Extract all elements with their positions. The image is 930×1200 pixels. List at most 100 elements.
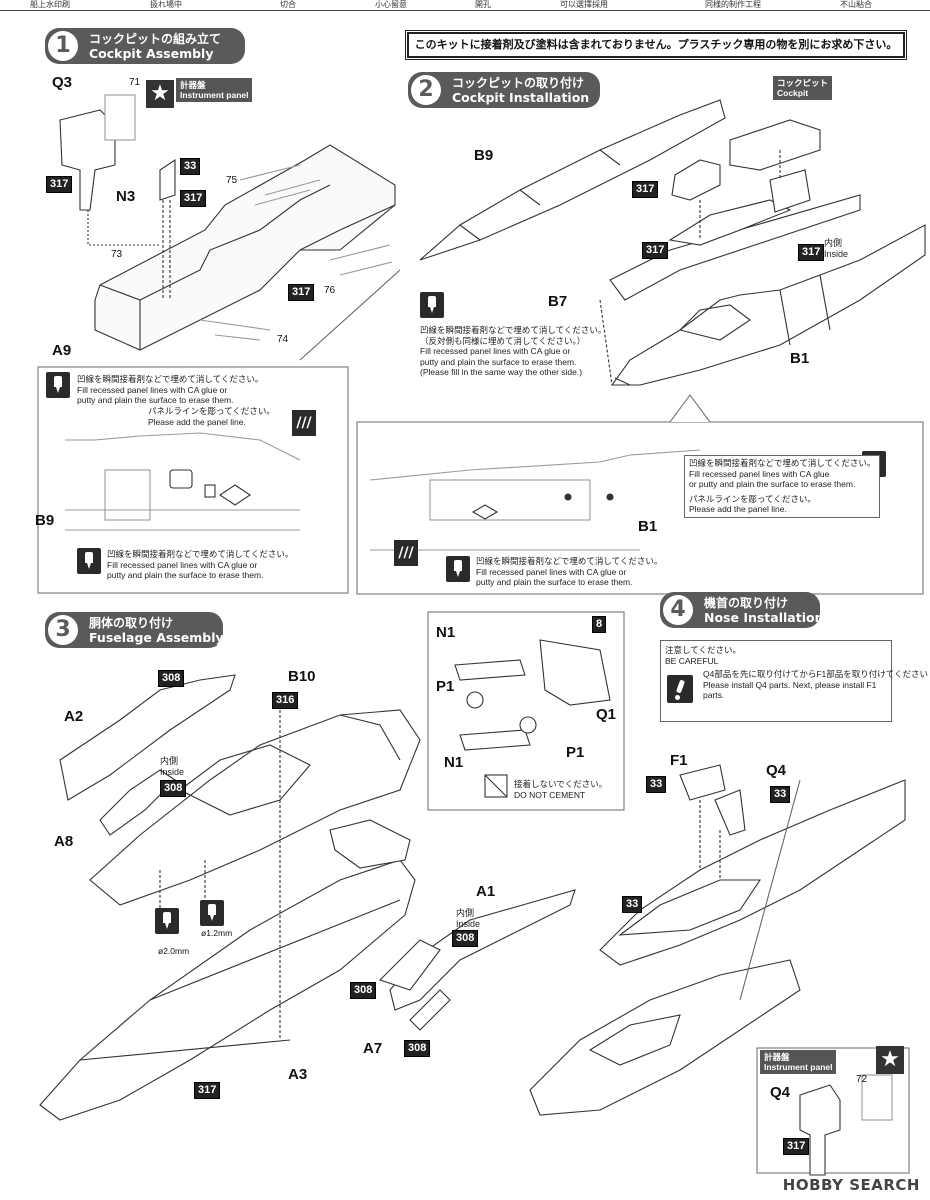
paint-code: 308	[350, 982, 377, 999]
tag-jp: 内側	[160, 756, 179, 766]
paint-code: 33	[770, 786, 791, 803]
paint-code: 316	[272, 692, 299, 709]
legend-cell: 開孔	[475, 0, 491, 9]
note-jp: （反対側も同様に埋めて消してください。）	[420, 335, 586, 346]
part-label: F1	[670, 752, 688, 769]
part-label: B9	[474, 147, 494, 164]
paint-code: 308	[452, 930, 479, 947]
caution-icon	[667, 675, 693, 703]
fill-glue-icon	[46, 372, 70, 398]
fill-note: 凹線を瞬間接着剤などで埋めて消してください。 Fill recessed pan…	[107, 549, 293, 581]
note-en: or putty and plain the surface to erase …	[689, 479, 856, 489]
tag-en: Instrument panel	[180, 90, 249, 100]
decal-number: 71	[129, 77, 141, 88]
paint-code: 317	[642, 242, 669, 259]
part-label: A7	[363, 1040, 383, 1057]
part-label: B10	[288, 668, 316, 685]
note-jp: 凹線を瞬間接着剤などで埋めて消してください。	[420, 325, 607, 335]
panel-line-note: パネルラインを彫ってください。 Please add the panel lin…	[148, 406, 275, 427]
legend-cell: 可以選擇採用	[560, 0, 608, 9]
step-2-header: 2 コックピットの取り付け Cockpit Installation	[408, 72, 600, 108]
paint-code: 33	[180, 158, 201, 175]
step-number: 3	[48, 615, 78, 645]
decal-number: 73	[111, 249, 123, 260]
note-en: putty and plain the surface to erase the…	[107, 570, 264, 580]
step-number: 2	[411, 75, 441, 105]
fill-note: 凹線を瞬間接着剤などで埋めて消してください。 Fill recessed pan…	[476, 556, 662, 588]
step-3-header: 3 胴体の取り付け Fuselage Assembly	[45, 612, 224, 648]
note-en: Fill recessed panel lines with CA glue	[689, 468, 830, 479]
drill-size: ø1.2mm	[201, 928, 233, 938]
fill-glue-icon	[446, 556, 470, 582]
step-4-header: 4 機首の取り付け Nose Installation	[660, 592, 824, 628]
adhesive-notice: このキットに接着剤及び塗料は含まれておりません。プラスチック専用の物を別にお求め…	[407, 32, 905, 58]
note-jp: 凹線を瞬間接着剤などで埋めて消してください。	[107, 549, 294, 559]
panel-scribe-icon: ///	[292, 410, 316, 436]
note-en: Please install Q4 parts. Next, please in…	[703, 679, 877, 690]
part-label: P1	[436, 678, 455, 695]
paint-code: 33	[646, 776, 667, 793]
note-en: Fill recessed panel lines with CA glue o…	[476, 566, 627, 577]
step-title-jp: コックピットの組み立て	[89, 32, 222, 46]
note-jp: 凹線を瞬間接着剤などで埋めて消してください。	[476, 556, 663, 566]
drill-size: ø2.0mm	[158, 946, 190, 956]
paint-code: 317	[288, 284, 315, 301]
step-title-en: Cockpit Installation	[452, 90, 590, 105]
tag-en: Instrument panel	[764, 1062, 833, 1072]
paint-code: 317	[632, 181, 659, 198]
note-en: putty and plain the surface to erase the…	[420, 356, 577, 367]
star-icon: ★	[146, 80, 174, 108]
decal-number: 74	[277, 334, 289, 345]
inside-label: 内側 Inside	[160, 756, 184, 777]
note-jp: 凹線を瞬間接着剤などで埋めて消してください。	[689, 458, 876, 468]
step-title-jp: コックピットの取り付け	[452, 76, 585, 90]
part-label: N1	[444, 754, 464, 771]
note-en: parts.	[703, 690, 725, 700]
note-jp: 凹線を瞬間接着剤などで埋めて消してください。	[77, 374, 264, 384]
note-en: Fill recessed panel lines with CA glue o…	[107, 559, 258, 570]
instrument-panel-tag: 計器盤 Instrument panel	[176, 78, 253, 102]
tag-jp: 内側	[824, 238, 843, 248]
note-en: DO NOT CEMENT	[514, 789, 586, 800]
note-en: Fill recessed panel lines with CA glue o…	[77, 384, 228, 395]
paint-code: 33	[622, 896, 643, 913]
note-jp: パネルラインを彫ってください。	[148, 406, 275, 416]
fill-note-both-sides: 凹線を瞬間接着剤などで埋めて消してください。 （反対側も同様に埋めて消してくださ…	[420, 325, 606, 378]
note-en: Please add the panel line.	[148, 416, 246, 427]
part-label: Q4	[770, 1084, 791, 1101]
tag-jp: 計器盤	[764, 1052, 790, 1062]
decal-number: 75	[226, 175, 238, 186]
legend-cell: 扱れ場中	[150, 0, 182, 9]
note-jp: パネルラインを彫ってください。	[689, 493, 816, 504]
tag-jp: コックピット	[777, 78, 829, 88]
step-title-en: Nose Installation	[704, 610, 824, 625]
note-en: putty and plain the surface to erase the…	[77, 395, 234, 405]
step-number: 1	[48, 31, 78, 61]
tag-en: Inside	[160, 766, 185, 777]
part-label: N3	[116, 188, 136, 205]
drill-icon	[155, 908, 179, 934]
paint-code: 317	[180, 190, 207, 207]
legend-strip: 船上水印刷 扱れ場中 切合 小心留意 開孔 可以選擇採用 同様的制作工程 不山粘…	[0, 0, 930, 11]
part-label: B7	[548, 293, 568, 310]
paint-code: 317	[194, 1082, 221, 1099]
part-label: B1	[638, 518, 658, 535]
step-title-jp: 胴体の取り付け	[89, 616, 174, 630]
part-label: A9	[52, 342, 72, 359]
part-label: A8	[54, 833, 74, 850]
paint-code: 317	[783, 1138, 810, 1155]
watermark: HOBBY SEARCH	[782, 1176, 920, 1194]
legend-cell: 不山粘合	[840, 0, 872, 9]
install-order-note: Q4部品を先に取り付けてからF1部品を取り付けてください Please inst…	[703, 669, 928, 701]
part-label: Q3	[52, 74, 73, 91]
legend-cell: 小心留意	[375, 0, 407, 9]
note-jp: Q4部品を先に取り付けてからF1部品を取り付けてください	[703, 669, 929, 679]
tag-en: Inside	[456, 918, 481, 929]
fill-note: 凹線を瞬間接着剤などで埋めて消してください。 Fill recessed pan…	[77, 374, 263, 406]
note-jp: 注意してください。	[665, 645, 741, 655]
decal-number: 76	[324, 285, 336, 296]
note-en: putty and plain the surface to erase the…	[476, 577, 633, 587]
part-label: N1	[436, 624, 456, 641]
step-number: 4	[663, 595, 693, 625]
tag-en: Cockpit	[777, 88, 809, 98]
